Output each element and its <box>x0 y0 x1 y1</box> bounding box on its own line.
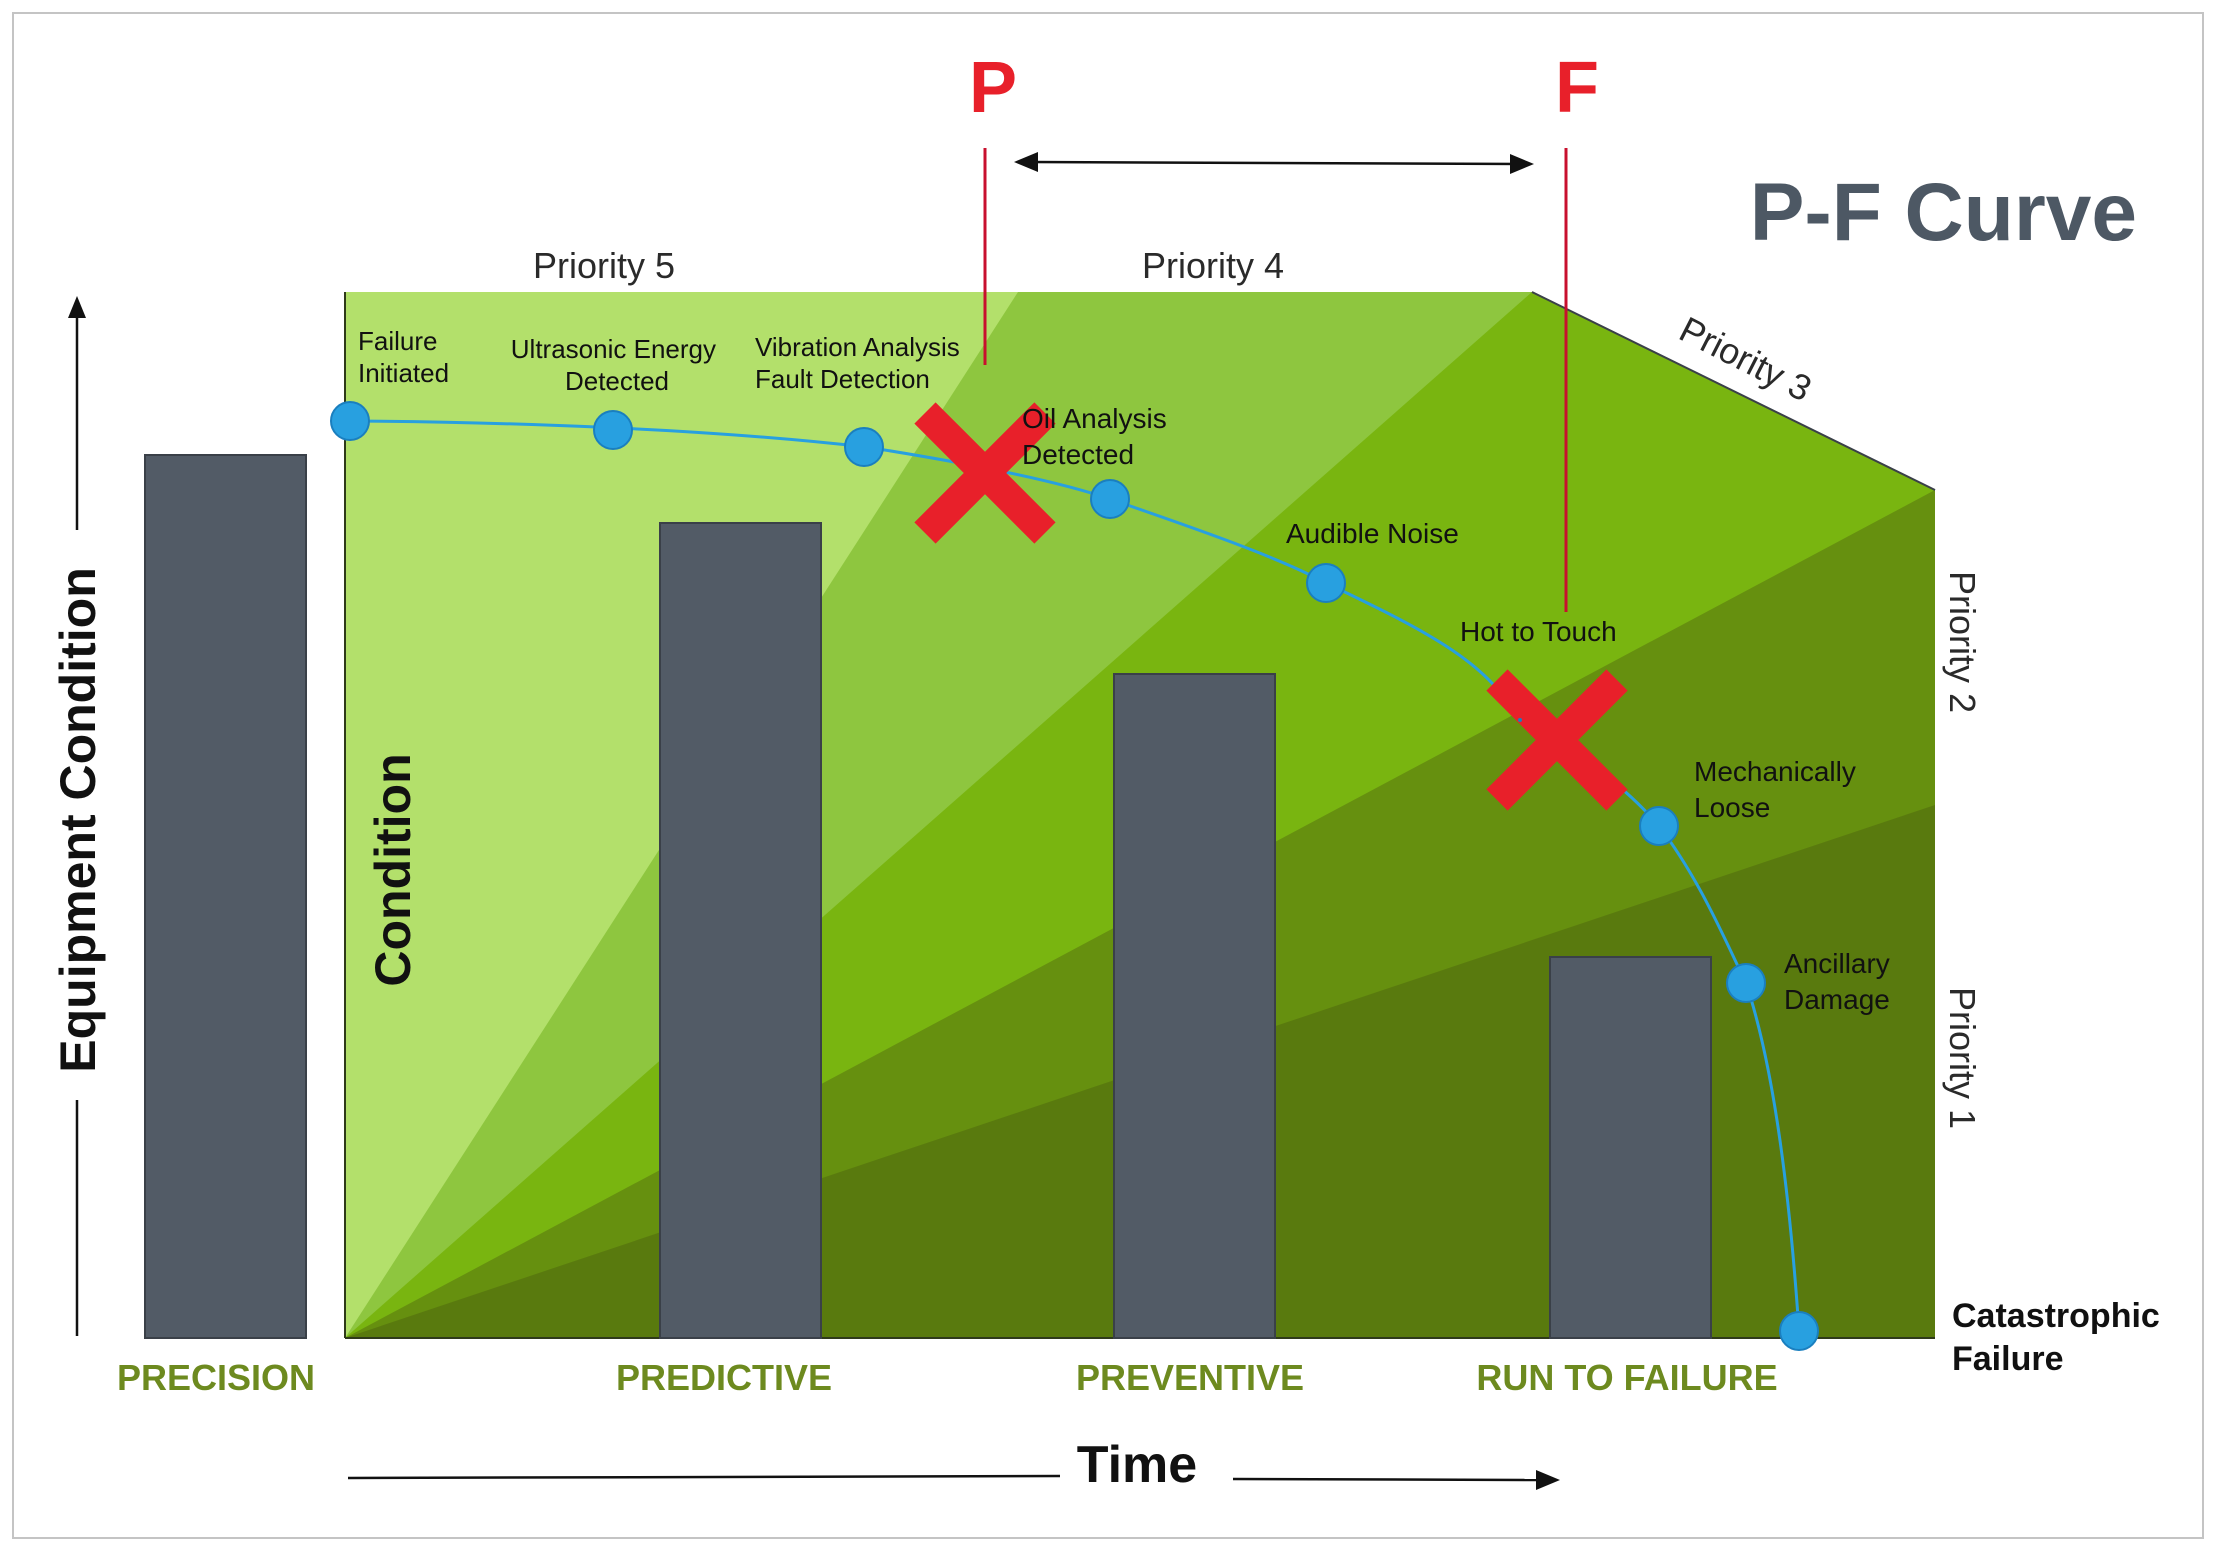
priority-4-label: Priority 4 <box>1142 245 1284 286</box>
point-failure-initiated <box>330 401 370 441</box>
p-marker-label: P <box>969 48 1017 128</box>
point-audible-noise <box>1306 563 1346 603</box>
x-axis-line-right <box>1232 1477 1541 1482</box>
inner-condition-label: Condition <box>365 753 421 986</box>
bar-run-to-failure <box>1549 956 1712 1339</box>
category-precision: PRECISION <box>117 1357 315 1398</box>
diagram-title: P-F Curve <box>1750 167 2137 258</box>
point-catastrophic <box>1779 1311 1819 1351</box>
pf-interval-arrow <box>1029 160 1523 166</box>
label-vibration: Vibration Analysis Fault Detection <box>755 332 967 394</box>
arrowhead-right-icon <box>1510 154 1534 174</box>
y-axis-label: Equipment Condition <box>50 567 106 1072</box>
point-ultrasonic <box>593 410 633 450</box>
zone-edge <box>1531 291 1936 491</box>
p-failure-x-icon <box>914 402 1056 544</box>
priority-2-label: Priority 2 <box>1942 571 1983 713</box>
point-hot-to-touch <box>1518 718 1522 722</box>
priority-1-label: Priority 1 <box>1942 987 1983 1129</box>
arrowhead-left-icon <box>1014 152 1038 172</box>
label-ancillary-damage: Ancillary Damage <box>1784 948 1898 1015</box>
diagram-frame <box>12 12 2204 1539</box>
priority-5-label: Priority 5 <box>533 245 675 286</box>
label-failure-initiated: Failure Initiated <box>358 326 449 388</box>
label-ultrasonic: Ultrasonic Energy Detected <box>511 334 723 396</box>
f-marker-label: F <box>1555 48 1599 128</box>
label-mechanically-loose: Mechanically Loose <box>1694 756 1864 823</box>
y-axis-arrowhead-icon <box>68 296 86 318</box>
bar-precision <box>144 454 307 1339</box>
point-oil-analysis <box>1090 479 1130 519</box>
point-ancillary-damage <box>1726 963 1766 1003</box>
point-vibration <box>844 427 884 467</box>
label-audible-noise: Audible Noise <box>1286 518 1459 549</box>
f-failure-x-icon <box>1486 669 1628 811</box>
point-mechanically-loose <box>1639 806 1679 846</box>
x-axis-label: Time <box>1077 1436 1197 1494</box>
label-oil-analysis: Oil Analysis Detected <box>1022 403 1175 470</box>
bar-predictive <box>659 522 822 1339</box>
label-catastrophic: Catastrophic Failure <box>1952 1297 2169 1378</box>
category-run-to-failure: RUN TO FAILURE <box>1476 1357 1777 1398</box>
category-predictive: PREDICTIVE <box>616 1357 832 1398</box>
category-preventive: PREVENTIVE <box>1076 1357 1304 1398</box>
x-axis-line-left <box>347 1474 1061 1480</box>
bar-preventive <box>1113 673 1276 1339</box>
x-axis-arrowhead-icon <box>1536 1470 1560 1490</box>
label-hot-to-touch: Hot to Touch <box>1460 616 1617 647</box>
